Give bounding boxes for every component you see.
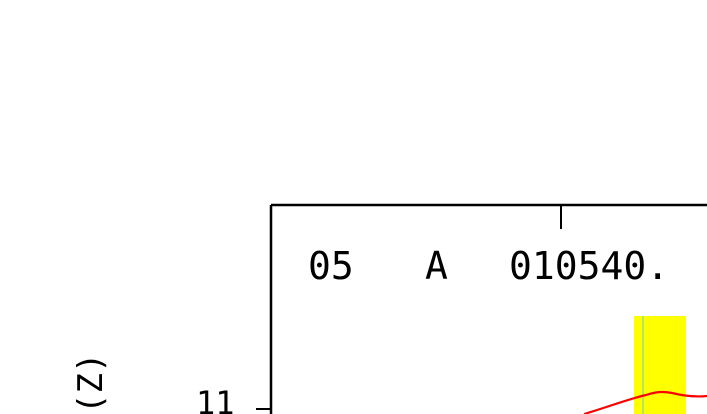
header-field-3: 010540.: [509, 244, 669, 288]
y-axis-label: (Z): [71, 353, 111, 414]
y-tick-label: 11: [196, 384, 235, 414]
header-field-2: A: [425, 244, 448, 288]
highlight-band: [634, 316, 686, 414]
header-field-1: 05: [308, 244, 354, 288]
series-line: [583, 390, 707, 414]
